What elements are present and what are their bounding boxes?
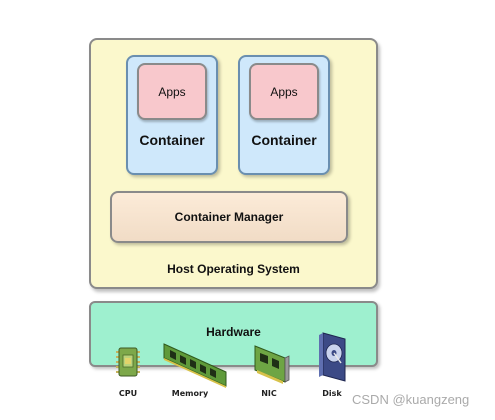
network-card-icon bbox=[254, 345, 290, 384]
container-manager-label: Container Manager bbox=[174, 210, 284, 224]
apps-box-1: Apps bbox=[137, 63, 207, 120]
memory-module-icon bbox=[163, 343, 227, 388]
apps-box-2: Apps bbox=[249, 63, 319, 120]
hard-disk-icon bbox=[319, 332, 346, 382]
container-label-1: Container bbox=[139, 132, 205, 148]
host-operating-system-label: Host Operating System bbox=[167, 262, 300, 276]
cpu-chip-icon bbox=[116, 347, 140, 377]
container-label-2: Container bbox=[251, 132, 317, 148]
disk-label: Disk bbox=[322, 389, 342, 398]
apps-label-2: Apps bbox=[270, 84, 298, 99]
hardware-label: Hardware bbox=[206, 325, 261, 339]
watermark-text: CSDN @kuangzeng bbox=[352, 392, 470, 407]
apps-label-1: Apps bbox=[158, 84, 186, 99]
container-manager-box: Container Manager bbox=[110, 191, 348, 243]
nic-label: NIC bbox=[261, 389, 277, 398]
cpu-label: CPU bbox=[118, 389, 138, 398]
memory-label: Memory bbox=[171, 389, 209, 398]
